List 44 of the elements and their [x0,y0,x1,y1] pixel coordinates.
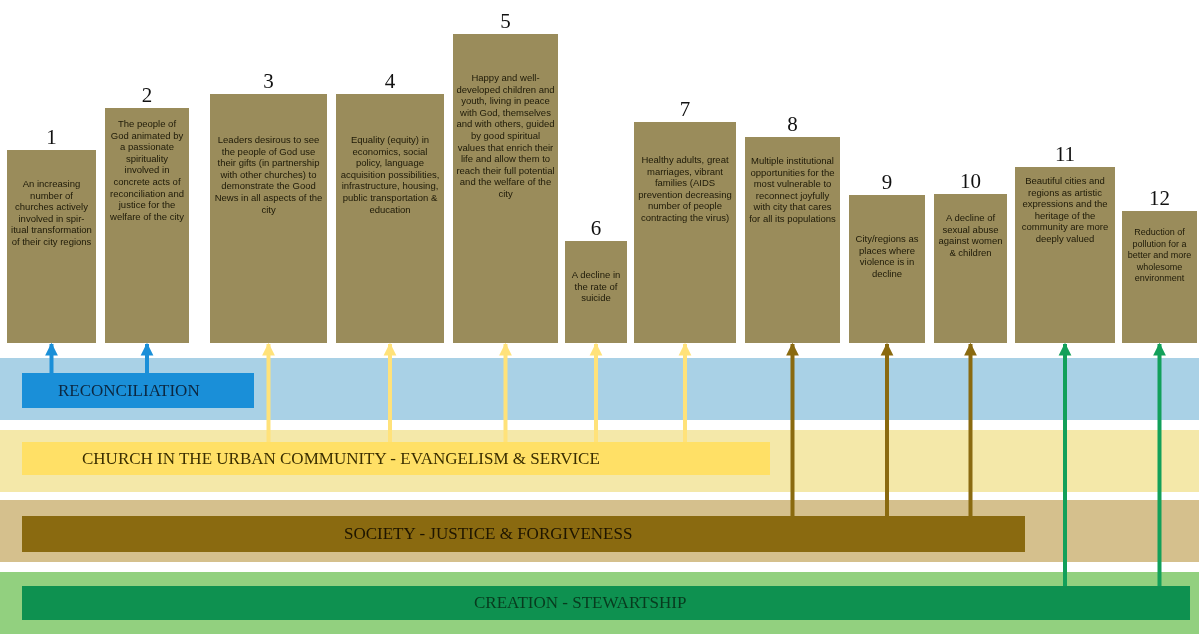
goal-text: Multiple institutional opportunities for the most vulnerable to reconnect joyfully with city that cares for all its populations [748,155,837,225]
theme-label: SOCIETY - JUSTICE & FORGIVENESS [344,524,633,544]
arrow [383,342,397,442]
theme-bar [22,516,1025,552]
goal-text: Equality (equity) in economics, social policy, language acquisition possibilities, infrastructure, housing, public transportation & education [339,134,441,216]
theme-bar [22,442,770,475]
column-number: 3 [262,70,275,92]
goal-text: City/regions as places where violence is in decline [854,233,920,280]
column-number: 2 [140,84,154,106]
arrow [499,342,512,442]
arrow [880,342,894,516]
goal-text: A decline in the rate of suicide [570,269,622,304]
theme-label: CHURCH IN THE URBAN COMMUNITY - EVANGELISM & SERVICE [82,448,600,469]
theme-label: RECONCILIATION [58,380,200,401]
arrow [678,342,692,442]
goal-text: Happy and well-developed children and youth, living in peace with God, themselves and with others, guided by good spiritual values that enrich their life and allow them to reach their full potential and the welfare of the city [455,72,556,200]
goal-text: The people of God animated by a passionate spirituality involved in concrete acts of reconciliation and justice for the welfare of the city [109,118,185,223]
theme-label: CREATION - STEWARTSHIP [474,593,687,613]
column-number: 1 [45,126,58,148]
arrow [262,342,275,442]
column-number: 4 [383,70,397,92]
column-number: 6 [589,217,603,239]
arrow [786,342,799,516]
column-number: 5 [499,10,512,32]
arrow [589,342,603,442]
arrow [1153,342,1166,586]
column-number: 7 [678,98,692,120]
goal-text: An increasing number of churches actively involved in spir-itual transformation of their city regions [10,178,93,248]
column-number: 9 [880,171,894,193]
arrow [45,342,58,373]
column-number: 8 [786,113,799,135]
goal-text: Beautiful cities and regions as artistic expressions and the heritage of the community are more deeply valued [1020,175,1110,245]
arrow [140,342,154,373]
arrow [1058,342,1072,586]
goal-text: Leaders desirous to see the people of God use their gifts (in partnership with other churches) to demonstrate the Good News in all aspects of the city [213,134,324,216]
goal-text: Reduction of pollution for a better and more wholesome environment [1126,227,1193,285]
goal-text: A decline of sexual abuse against women & children [937,212,1004,259]
arrow [964,342,977,516]
theme-bar [22,373,254,408]
column-number: 10 [959,170,982,192]
theme-bar [22,586,1190,620]
column-number: 12 [1148,187,1171,209]
column-number: 11 [1053,143,1077,165]
goal-text: Healthy adults, great marriages, vibrant families (AIDS prevention decreasing number of people contracting the virus) [637,154,733,224]
